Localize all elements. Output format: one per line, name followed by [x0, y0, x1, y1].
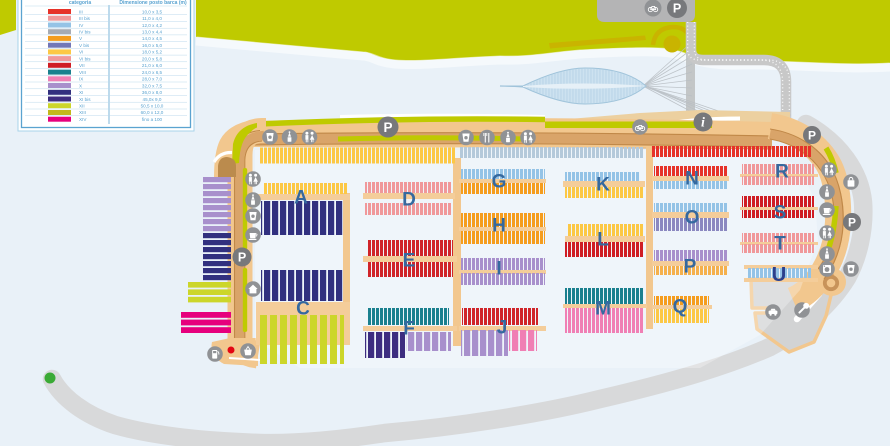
svg-text:P: P: [848, 215, 856, 229]
svg-text:J: J: [497, 318, 508, 339]
svg-text:VI bis: VI bis: [79, 56, 91, 61]
svg-text:V: V: [79, 36, 83, 41]
svg-text:P: P: [383, 120, 392, 135]
svg-text:N: N: [685, 169, 699, 190]
svg-text:24,0 x 6,5: 24,0 x 6,5: [142, 70, 163, 75]
svg-text:VIII: VIII: [79, 70, 86, 75]
svg-text:Q: Q: [673, 297, 688, 318]
svg-text:categoria: categoria: [69, 0, 91, 6]
svg-text:VII: VII: [79, 63, 85, 68]
svg-text:L: L: [597, 230, 609, 251]
svg-text:14,0 x 4,5: 14,0 x 4,5: [142, 36, 163, 41]
svg-text:G: G: [492, 172, 507, 193]
svg-text:X: X: [79, 83, 82, 88]
svg-text:32,0 x 7,5: 32,0 x 7,5: [142, 83, 163, 88]
svg-text:VI: VI: [79, 50, 83, 55]
svg-text:O: O: [685, 208, 700, 229]
svg-text:D: D: [402, 190, 416, 211]
svg-text:P: P: [673, 2, 681, 16]
svg-text:U: U: [772, 264, 786, 286]
svg-text:36,0 x 8,0: 36,0 x 8,0: [142, 90, 163, 95]
svg-text:11,0 x 4,0: 11,0 x 4,0: [142, 16, 162, 21]
svg-text:S: S: [774, 203, 787, 224]
svg-text:fino a 100: fino a 100: [142, 117, 163, 122]
svg-text:P: P: [238, 251, 246, 265]
svg-text:T: T: [774, 234, 786, 255]
svg-text:M: M: [595, 299, 611, 320]
svg-text:III: III: [79, 9, 83, 14]
svg-text:E: E: [403, 251, 416, 272]
svg-text:IV: IV: [79, 23, 84, 28]
svg-text:12,0 x 4,2: 12,0 x 4,2: [142, 23, 163, 28]
svg-text:50,5 x 10,0: 50,5 x 10,0: [141, 104, 164, 109]
svg-text:V bis: V bis: [79, 43, 90, 48]
svg-text:Dimensione posto barca (m): Dimensione posto barca (m): [119, 0, 187, 6]
svg-text:45,0x 9,0: 45,0x 9,0: [143, 97, 162, 102]
svg-text:28,0 x 7,0: 28,0 x 7,0: [142, 77, 163, 82]
svg-text:C: C: [296, 299, 310, 320]
svg-text:21,0 x 6,0: 21,0 x 6,0: [142, 63, 163, 68]
svg-text:XII: XII: [79, 104, 85, 109]
svg-text:XIII: XIII: [79, 110, 86, 115]
svg-text:A: A: [294, 188, 308, 209]
svg-text:H: H: [492, 216, 506, 237]
svg-text:XI bis: XI bis: [79, 97, 91, 102]
svg-text:60,0 x 12,0: 60,0 x 12,0: [141, 110, 164, 115]
svg-text:i: i: [701, 116, 705, 131]
svg-text:16,0 x 5,0: 16,0 x 5,0: [142, 43, 163, 48]
svg-text:I: I: [496, 259, 501, 280]
svg-text:20,0 x 5,8: 20,0 x 5,8: [142, 56, 163, 61]
svg-text:13,0 x 4,4: 13,0 x 4,4: [142, 30, 163, 35]
svg-text:K: K: [596, 175, 610, 196]
svg-text:IX: IX: [79, 77, 83, 82]
svg-text:XIV: XIV: [79, 117, 87, 122]
svg-text:R: R: [775, 162, 789, 183]
svg-text:F: F: [403, 319, 415, 340]
svg-text:10,0 x 3,5: 10,0 x 3,5: [142, 9, 163, 14]
svg-text:IV bis: IV bis: [79, 30, 91, 35]
svg-text:XI: XI: [79, 90, 83, 95]
svg-text:III bis: III bis: [79, 16, 91, 21]
svg-text:18,0 x 5,2: 18,0 x 5,2: [142, 50, 163, 55]
svg-text:P: P: [684, 257, 697, 278]
svg-text:P: P: [808, 128, 816, 142]
